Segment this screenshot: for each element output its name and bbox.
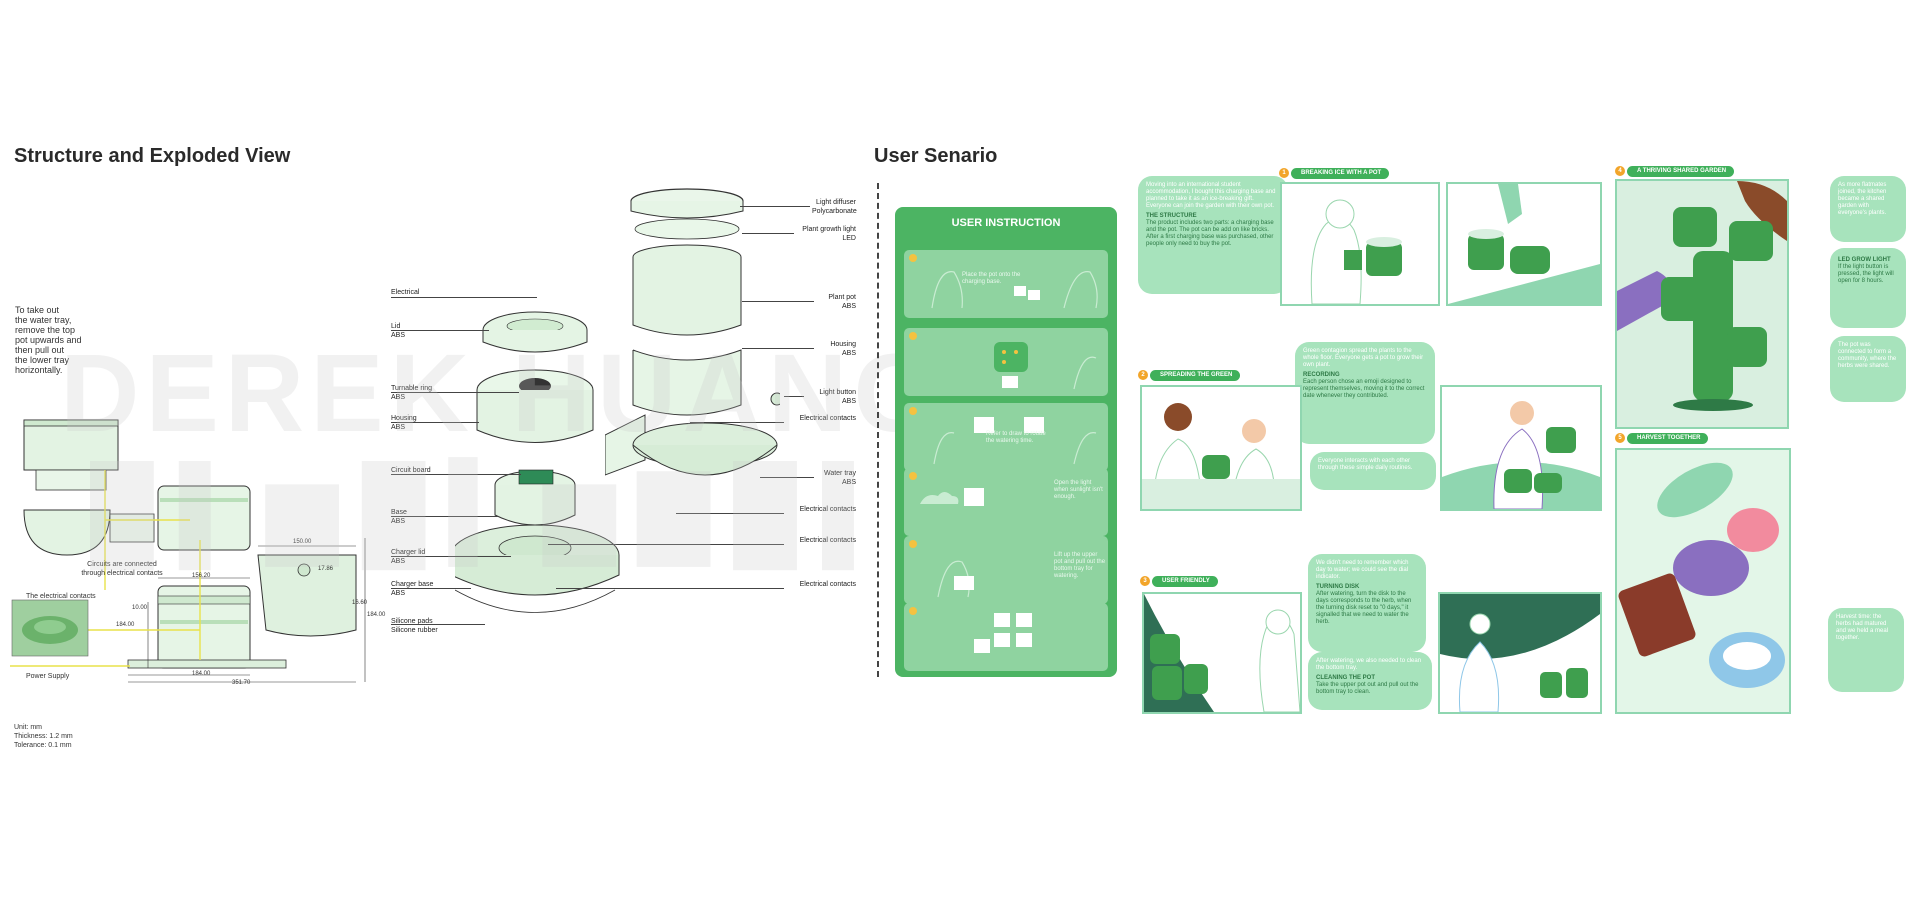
instruction-step-5: Lift up the upper pot and pull out the b…	[904, 536, 1108, 604]
scene-5-panel	[1615, 448, 1791, 714]
power-caption: Power Supply	[26, 673, 70, 680]
contacts-caption: The electrical contacts	[26, 593, 96, 600]
user-instruction-panel: USER INSTRUCTION Place the pot onto the …	[895, 207, 1117, 677]
scene-1-panel-b	[1446, 182, 1602, 306]
dim-351-side: 16.60	[352, 600, 368, 606]
bubble-garden: As more flatmates joined, the kitchen be…	[1830, 176, 1906, 242]
section-title-structure: Structure and Exploded View	[14, 145, 291, 167]
bubble-structure: Moving into an international student acc…	[1138, 176, 1288, 294]
instruction-step-2	[904, 328, 1108, 396]
units-note: Unit: mm Thickness: 1.2 mm Tolerance: 0.…	[14, 724, 73, 749]
dim-10: 10.00	[132, 605, 148, 611]
exploded-view-pot	[605, 188, 780, 476]
bubble-community: The pot was connected to form a communit…	[1830, 336, 1906, 402]
dim-184a: 184.00	[116, 622, 135, 628]
scene-2-panel-a	[1140, 385, 1302, 511]
scene-3-panel-b	[1438, 592, 1602, 714]
instruction-step-1: Place the pot onto the charging base.	[904, 250, 1108, 318]
instruction-step-4: Open the light when sunlight isn't enoug…	[904, 468, 1108, 536]
scene-2-panel-b	[1440, 385, 1602, 511]
label-contacts-3: Electrical contacts	[799, 537, 856, 544]
dim-150: 150.00	[293, 539, 312, 545]
scene-3-number: 3	[1140, 576, 1150, 586]
instruction-step-6	[904, 603, 1108, 671]
exploded-view-charger	[455, 311, 620, 613]
bubble-interact: Everyone interacts with each other throu…	[1310, 452, 1436, 490]
bubble-cleaning: After watering, we also needed to clean …	[1308, 652, 1432, 710]
scene-3-panel-a	[1142, 592, 1302, 714]
bubble-recording: Green contagion spread the plants to the…	[1295, 342, 1435, 444]
dim-17: 17.86	[318, 566, 334, 572]
label-contacts-4: Electrical contacts	[799, 581, 856, 588]
section-divider	[877, 183, 879, 677]
scene-5-badge: HARVEST TOGETHER	[1627, 433, 1709, 444]
scene-2-number: 2	[1138, 370, 1148, 380]
scene-4-panel	[1615, 179, 1789, 429]
scene-4-number: 4	[1615, 166, 1625, 176]
label-circuit-board: Circuit board	[391, 467, 431, 474]
orthographic-drawings	[10, 419, 366, 683]
scene-5-number: 5	[1615, 433, 1625, 443]
section-title-scenario: User Senario	[874, 145, 998, 167]
bubble-turning-disk: We didn't need to remember which day to …	[1308, 554, 1426, 652]
label-contacts-2: Electrical contacts	[799, 506, 856, 513]
dim-351: 351.70	[232, 680, 251, 686]
label-electrical: Electrical	[391, 289, 420, 296]
scene-1-number: 1	[1279, 168, 1289, 178]
scene-3-badge: USER FRIENDLY	[1152, 576, 1218, 587]
scene-4-badge: A THRIVING SHARED GARDEN	[1627, 166, 1735, 177]
scene-2-badge: SPREADING THE GREEN	[1150, 370, 1241, 381]
user-instruction-title: USER INSTRUCTION	[951, 217, 1061, 229]
bubble-harvest: Harvest time: the herbs had matured and …	[1828, 608, 1904, 692]
water-tray-note: To take out the water tray, remove the t…	[15, 305, 82, 375]
dim-156: 156.20	[192, 573, 211, 579]
circuits-caption: Circuits are connected through electrica…	[81, 561, 163, 577]
label-contacts-1: Electrical contacts	[799, 415, 856, 422]
scene-1-badge: BREAKING ICE WITH A POT	[1291, 168, 1390, 179]
instruction-step-3: Refer to draw to rotate the watering tim…	[904, 403, 1108, 471]
dim-184b: 184.00	[192, 671, 211, 677]
dim-184c: 184.00	[367, 612, 386, 618]
scene-1-panel-a	[1280, 182, 1440, 306]
bubble-led: LED GROW LIGHT If the light button is pr…	[1830, 248, 1906, 328]
